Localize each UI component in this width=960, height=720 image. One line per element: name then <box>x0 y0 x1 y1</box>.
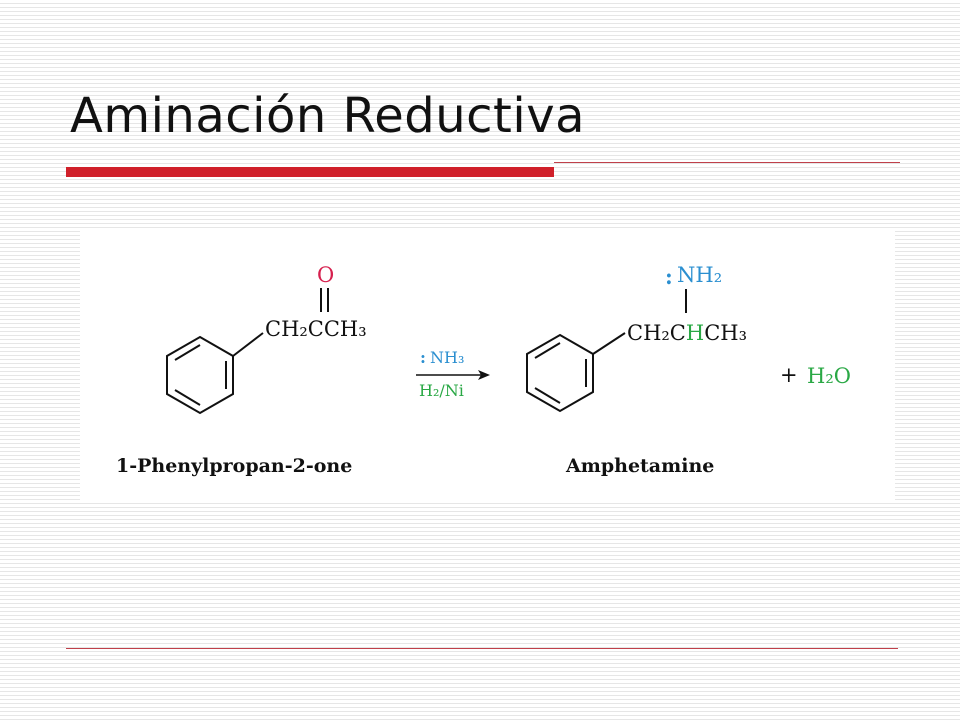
byproduct-plus: + <box>780 363 798 387</box>
title-underline-thin <box>554 162 900 163</box>
product-ring-chain-bond <box>592 332 626 355</box>
reagent-catalyst: H₂/Ni <box>419 381 464 400</box>
reactant-benzene-ring <box>166 335 234 415</box>
page-title: Aminación Reductiva <box>70 88 586 144</box>
reactant-oxygen-label: O <box>317 263 334 287</box>
title-underline-accent <box>66 167 554 177</box>
product-benzene-ring <box>526 333 594 413</box>
reagent-ammonia: NH₃ <box>430 348 464 367</box>
byproduct-water: H₂O <box>807 364 851 388</box>
product-chain-right: CH₃ <box>704 321 747 345</box>
reactant-chain-label: CH₂CCH₃ <box>265 317 367 341</box>
reactant-name: 1-Phenylpropan-2-one <box>116 455 352 477</box>
product-amine-label: NH₂ <box>677 263 722 287</box>
reactant-carbonyl-double-bond <box>320 288 329 312</box>
footer-rule <box>66 648 898 649</box>
product-chain-label: CH₂CHCH₃ <box>627 321 747 345</box>
product-name: Amphetamine <box>565 455 714 477</box>
product-chain-hydrogen: H <box>686 321 704 345</box>
reaction-arrow <box>416 370 490 380</box>
reactant-ring-chain-bond <box>232 332 264 357</box>
reaction-diagram: O CH₂CCH₃ 1-Phenylpropan-2-one : NH₃ H₂/… <box>80 230 895 502</box>
product-lone-pair: : <box>665 264 673 289</box>
product-chain-left: CH₂C <box>627 321 686 345</box>
reagent-lone-pair: : <box>420 348 426 367</box>
reaction-svg: O CH₂CCH₃ 1-Phenylpropan-2-one : NH₃ H₂/… <box>116 263 851 477</box>
